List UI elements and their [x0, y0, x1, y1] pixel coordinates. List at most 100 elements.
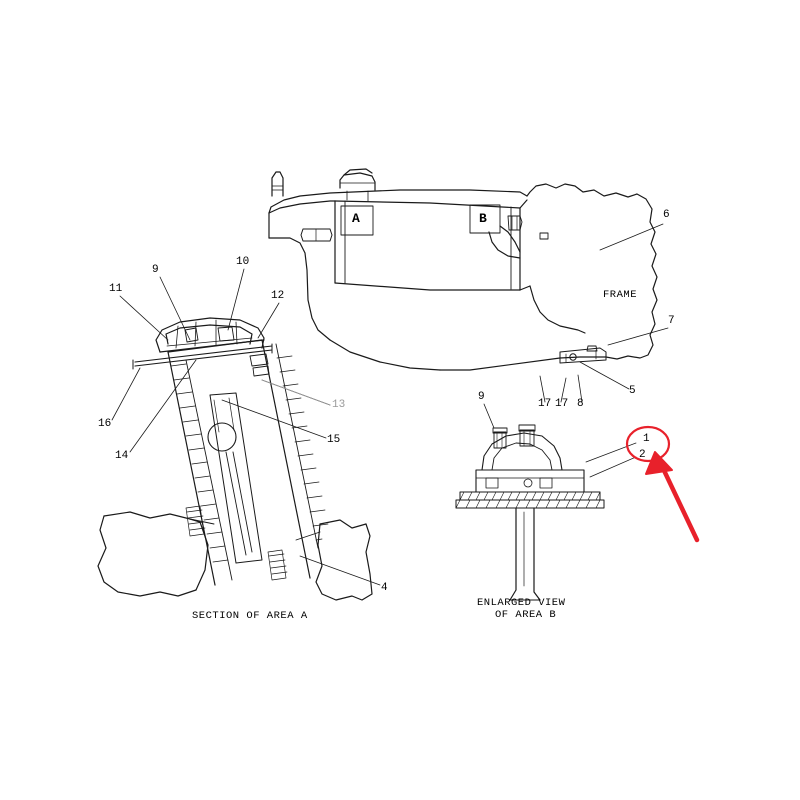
frame-label: FRAME — [603, 289, 638, 301]
callout-1: 1 — [643, 433, 650, 445]
cyl-inner-right — [275, 343, 319, 549]
cap-lug-left — [184, 327, 199, 343]
tank-left-face — [268, 200, 336, 214]
enlarged-body-bolt-right — [539, 477, 553, 489]
tank-skirt — [529, 285, 586, 334]
enlarged-nut-right — [518, 424, 536, 432]
ground-left-1 — [103, 511, 191, 520]
cyl-inner-left — [185, 359, 233, 581]
callout-10: 10 — [236, 256, 250, 268]
cap-through-rod — [134, 345, 273, 363]
callout-13: 13 — [332, 399, 346, 411]
callout-6: 6 — [663, 209, 670, 221]
callout-8: 8 — [577, 398, 584, 410]
breather-pipe — [271, 171, 284, 197]
area-b-boss — [507, 215, 523, 231]
callout-4: 4 — [381, 582, 388, 594]
enlarged-nut-left — [492, 427, 508, 434]
highlight-arrow — [645, 451, 700, 543]
area-a-marker: A — [352, 211, 360, 226]
tank-depth-2 — [519, 285, 531, 291]
enlarged-body-bolt-left — [485, 477, 499, 489]
tank-top-edge — [268, 189, 528, 214]
tank-front-bottom — [334, 282, 521, 291]
callout-15: 15 — [327, 434, 341, 446]
piston-body — [209, 392, 263, 564]
ground-left-2 — [97, 515, 197, 597]
filler-neck-sides — [346, 190, 369, 202]
enlarged-flange — [455, 499, 605, 509]
frame-mount-bolt — [586, 345, 598, 352]
cap-lug-right — [217, 326, 235, 342]
enlarged-base-hatch — [459, 491, 601, 501]
leader-line-13-faint — [261, 379, 331, 406]
cap-through-rod-2 — [134, 349, 273, 367]
tank-lower-edge — [329, 339, 441, 371]
frame-bottom-edge — [439, 356, 607, 371]
callout-14: 14 — [115, 450, 129, 462]
tank-front-top — [334, 200, 521, 209]
frame-small-tab — [539, 232, 549, 240]
enlarged-base-plate — [459, 491, 601, 501]
callout-9-section-a: 9 — [152, 264, 159, 276]
frame-mount-plate-ribs — [565, 349, 597, 363]
area-b-box — [469, 204, 501, 234]
piston-pin-hole — [207, 422, 237, 452]
callout-9-area-b: 9 — [478, 391, 485, 403]
callout-17-right: 17 — [555, 398, 569, 410]
callout-2: 2 — [639, 449, 646, 461]
spacer-path — [330, 340, 440, 370]
filler-cap-top — [343, 168, 373, 176]
cap-bottom-edge — [159, 339, 265, 353]
area-b-detail-1 — [488, 231, 521, 259]
cap-inner — [165, 324, 253, 345]
area-b-boss-ribs — [511, 215, 518, 231]
caption-section-area-a: SECTION OF AREA A — [192, 610, 308, 622]
tank-left-lower — [268, 237, 331, 341]
area-b-detail-2 — [499, 225, 521, 253]
enlarged-arch-inner — [491, 442, 553, 471]
rod-nut — [249, 353, 269, 367]
callout-11: 11 — [109, 283, 123, 295]
frame-mount-plate — [559, 347, 607, 364]
ground-right-lip — [295, 531, 321, 541]
callout-7: 7 — [668, 315, 675, 327]
enlarged-stud-right-ribs — [523, 429, 531, 447]
enlarged-shaft-right — [533, 507, 541, 601]
cyl-hatch-right — [276, 355, 329, 541]
enlarged-body-block — [475, 469, 585, 493]
enlarged-body-hole — [523, 478, 533, 488]
inner-hatch-blocks — [185, 505, 288, 581]
tank-left-bracket — [300, 228, 333, 242]
enlarged-stud-left-ribs — [496, 431, 503, 449]
cap-ribs — [175, 319, 238, 349]
caption-enlarged-view-line2: OF AREA B — [495, 609, 557, 621]
callout-12: 12 — [271, 290, 285, 302]
enlarged-stud-right — [519, 429, 535, 447]
filler-cap-body — [339, 172, 376, 191]
callout-17-left: 17 — [538, 398, 552, 410]
ground-right-1 — [319, 519, 367, 529]
cyl-right-edge — [261, 339, 311, 579]
cyl-left-edge — [167, 351, 216, 586]
tank-depth-1 — [519, 199, 528, 209]
enlarged-flange-hatch — [455, 499, 601, 509]
cap-outer — [155, 317, 265, 353]
cyl-hatch-left — [170, 363, 229, 563]
frame-right-outline — [526, 183, 658, 360]
enlarged-shaft-left — [509, 507, 517, 601]
cap-bottom-edge-2 — [166, 337, 253, 347]
ground-left-3 — [189, 518, 209, 591]
ground-left-lip — [189, 518, 215, 525]
callout-5: 5 — [629, 385, 636, 397]
piston-ribs — [213, 397, 235, 433]
piston-rod-line — [225, 451, 247, 556]
area-b-marker: B — [479, 211, 487, 226]
frame-mount-hole — [569, 353, 577, 361]
ground-right-2 — [315, 523, 373, 601]
area-a-box — [340, 205, 374, 236]
piston-rod-line-2 — [232, 451, 253, 553]
caption-enlarged-view-line1: ENLARGED VIEW — [477, 597, 566, 609]
